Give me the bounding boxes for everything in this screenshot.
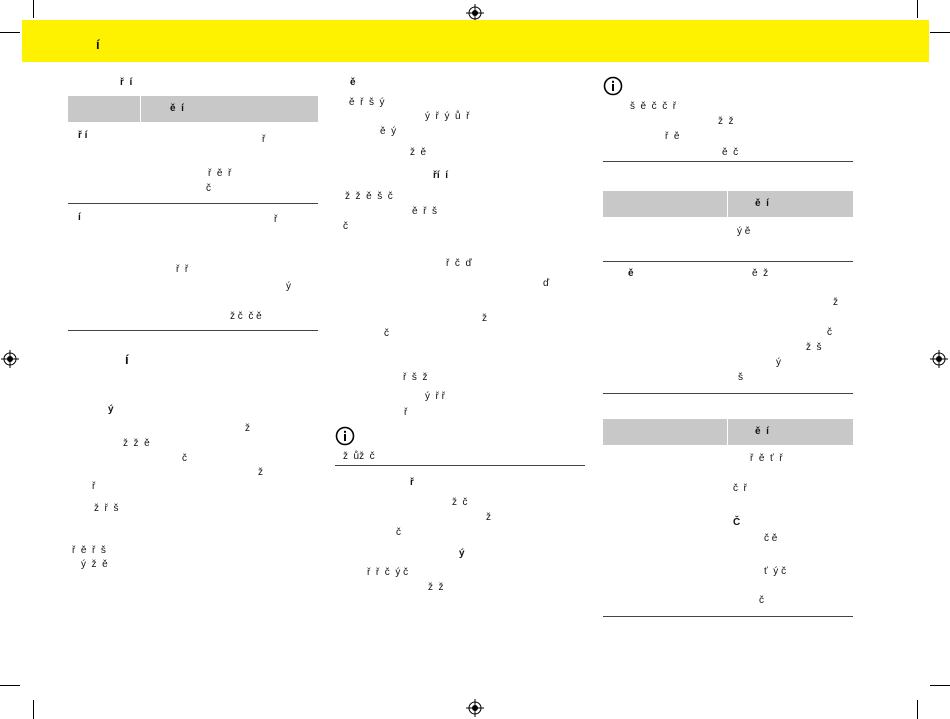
col1-table-header: ě í (68, 96, 318, 122)
col2-para4-line: ž č (452, 497, 468, 508)
col1-para-line: č (182, 453, 187, 464)
col1-row2-line: ř (274, 214, 278, 225)
crop-mark (930, 32, 950, 33)
col3-table2-line: č (759, 595, 764, 606)
col2-para4-line: č (396, 527, 401, 538)
col1-heading: ř í (120, 77, 133, 88)
col1-para-line: ž (258, 467, 263, 478)
col1-para-line: ž ž ě (123, 438, 150, 449)
col3-table1-line: ý ě (737, 226, 751, 237)
col3-table2-line: č ř (733, 483, 747, 494)
col1-section-title: í (125, 352, 129, 367)
col1-row1-line: č (206, 183, 211, 194)
col1-row1-line: ř (262, 134, 266, 145)
col3-note-line: ž ž (718, 116, 734, 127)
crop-mark (930, 685, 950, 686)
divider (603, 616, 853, 617)
col2-heading2: ř (410, 477, 414, 488)
col2-para3-line: ř č ď (446, 258, 472, 269)
divider (603, 261, 853, 262)
col2-para1-line: ý ř ý ů ř (425, 111, 470, 122)
col2-note: ž ůž č (343, 451, 375, 462)
col2-para4-line: ř ř č ý č (367, 567, 409, 578)
col2-para3-line: ř š ž (403, 372, 428, 383)
col3-table1-header-label: ě í (755, 198, 769, 209)
info-icon (603, 76, 623, 96)
divider (68, 330, 318, 331)
col3-table1-line: ý (776, 357, 781, 368)
col2-para4-line: ž (486, 512, 491, 523)
col2-para3-line: ř (404, 407, 408, 418)
crop-mark (917, 700, 918, 719)
col1-sub-title: ý (108, 404, 114, 415)
col2-para3-line: ď (543, 278, 550, 289)
col2-para2-line: ě ř š (412, 206, 438, 217)
col3-table1-line: š (738, 372, 743, 383)
banner-title: í (96, 37, 100, 52)
divider (603, 393, 853, 394)
col3-note-line: ě č (722, 147, 739, 158)
divider (603, 161, 853, 162)
col3-table2-line: Č (733, 517, 741, 528)
info-icon (335, 426, 355, 446)
col3-table1-line: č (827, 327, 832, 338)
col2-para3-line: ý ř ř (425, 391, 445, 402)
col2-para4-line: ž ž (428, 582, 444, 593)
registration-mark-icon (466, 4, 484, 22)
col2-sub-heading: ří í (433, 170, 449, 181)
crop-mark (0, 685, 20, 686)
col2-heading: ě (350, 77, 356, 88)
col1-para-line: ž (245, 423, 250, 434)
col2-para4-line: ý (459, 548, 465, 559)
crop-mark (33, 700, 34, 719)
divider (68, 203, 318, 204)
crop-mark (33, 0, 34, 18)
col3-table2-header-label: ě í (755, 426, 769, 437)
col3-table1-line: ž (833, 297, 838, 308)
crop-mark (0, 32, 20, 33)
col2-para2-line: ž ž ě š č (345, 191, 393, 202)
col1-row1-line: ř ě ř (208, 168, 232, 179)
registration-mark-icon (930, 350, 948, 368)
col1-para-line: ž ř š (94, 503, 119, 514)
registration-mark-icon (466, 699, 484, 717)
col3-table2-line: ť ý č (764, 566, 787, 577)
col3-table1-row-label: ě (628, 268, 634, 279)
col2-para1-line: ž ě (410, 147, 427, 158)
col3-table2-line: ř ě ť ř (750, 453, 783, 464)
col1-table-header-label: ě í (170, 103, 184, 114)
chapter-banner: í (22, 20, 929, 62)
col2-para3-line: č (384, 328, 389, 339)
col1-row2-line: ř ř (176, 264, 189, 275)
crop-mark (917, 0, 918, 18)
col1-para-line: ý ž ě (81, 559, 108, 570)
col2-para2-line: č (343, 221, 348, 232)
col3-table1-header: ě í (603, 191, 853, 217)
col1-para-line: ř ě ř š (72, 545, 106, 556)
col1-para-line: ř (92, 481, 96, 492)
col3-table1-line: ž š (806, 342, 822, 353)
col3-table1-line: ě ž (752, 268, 769, 279)
col3-note-line: ř ě (665, 131, 680, 142)
col3-table2-header: ě í (603, 419, 853, 445)
col1-row2-label: í (78, 212, 81, 223)
col1-row2-line: ž č č ě (230, 311, 262, 322)
col3-table2-line: č ě (764, 533, 778, 544)
col2-para1-line: ě ý (380, 126, 397, 137)
col3-note-line: š ě č č ř (630, 101, 677, 112)
divider (335, 465, 585, 466)
col2-para3-line: ž (482, 313, 487, 324)
col1-row1-label: ř í (78, 130, 88, 141)
col2-para1-line: ě ř š ý (349, 97, 385, 108)
registration-mark-icon (1, 350, 19, 368)
col1-row2-line: ý (286, 281, 291, 292)
